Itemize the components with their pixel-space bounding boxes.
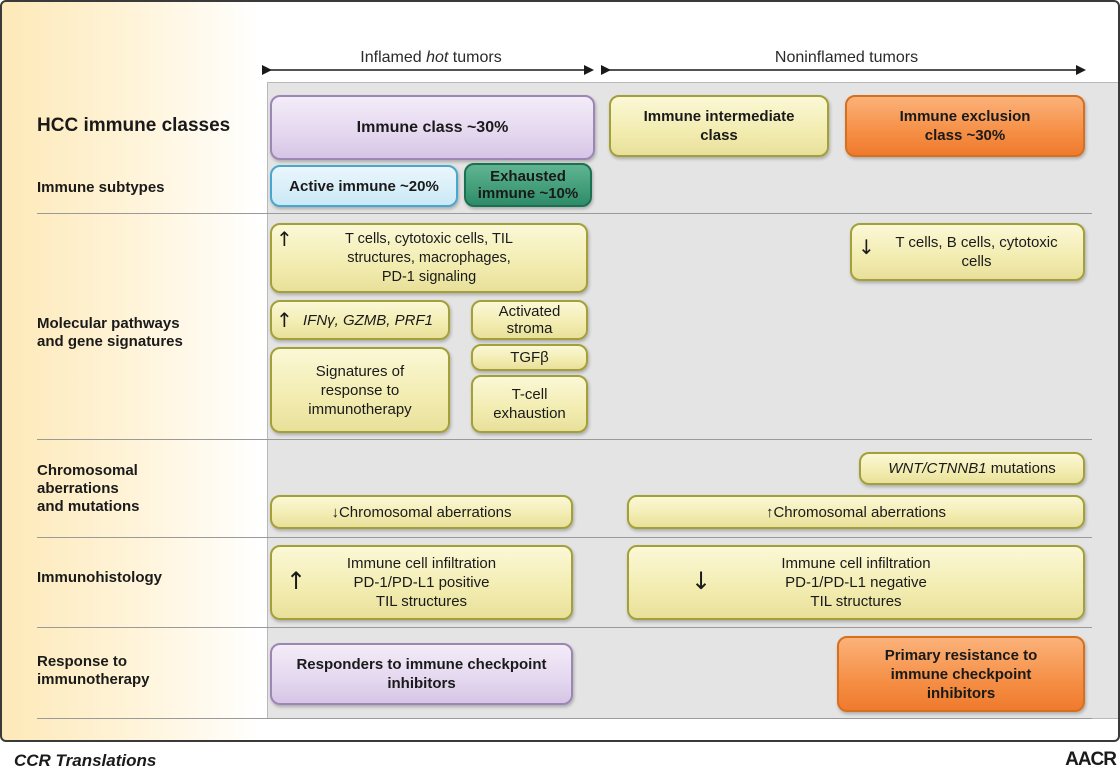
chromosomal-up-box: ↑Chromosomal aberrations [627, 495, 1085, 529]
up-arrow-icon: ↑ [765, 503, 774, 521]
row-divider [37, 537, 1092, 538]
immune-class-box: Immune class ~30% [270, 95, 595, 160]
figure-frame: Inflamed hot tumors Noninflamed tumors H… [0, 0, 1120, 742]
row-label-subtypes: Immune subtypes [37, 179, 165, 196]
down-arrow-icon: ↓ [858, 235, 875, 259]
chromosomal-down-box: ↓Chromosomal aberrations [270, 495, 573, 529]
down-arrow-icon: ↓ [331, 503, 339, 521]
active-immune-box: Active immune ~20% [270, 165, 458, 207]
inflamed-header: Inflamed hot tumors [360, 49, 502, 66]
row-divider [37, 718, 1092, 719]
row-label-immunohistology: Immunohistology [37, 569, 162, 586]
ifn-gzmb-prf1-box: ↑ IFNγ, GZMB, PRF1 [270, 300, 450, 340]
aacr-logo: AACR [1065, 749, 1117, 770]
down-arrow-icon: ↓ [691, 567, 712, 595]
up-arrow-icon: ↑ [276, 308, 293, 332]
tgfb-box: TGFβ [471, 344, 588, 371]
up-arrow-icon: ↑ [286, 567, 307, 595]
header-arrows [262, 65, 1086, 75]
up-arrow-icon: ↑ [276, 227, 293, 251]
ccr-translations-label: CCR Translations [14, 751, 157, 770]
row-divider [37, 627, 1092, 628]
row-label-hcc-classes: HCC immune classes [37, 115, 231, 136]
row-divider [37, 439, 1092, 440]
wnt-ctnnb1-box: WNT/CTNNB1 mutations [859, 452, 1085, 485]
noninflamed-header: Noninflamed tumors [774, 49, 919, 66]
row-divider [37, 213, 1092, 214]
